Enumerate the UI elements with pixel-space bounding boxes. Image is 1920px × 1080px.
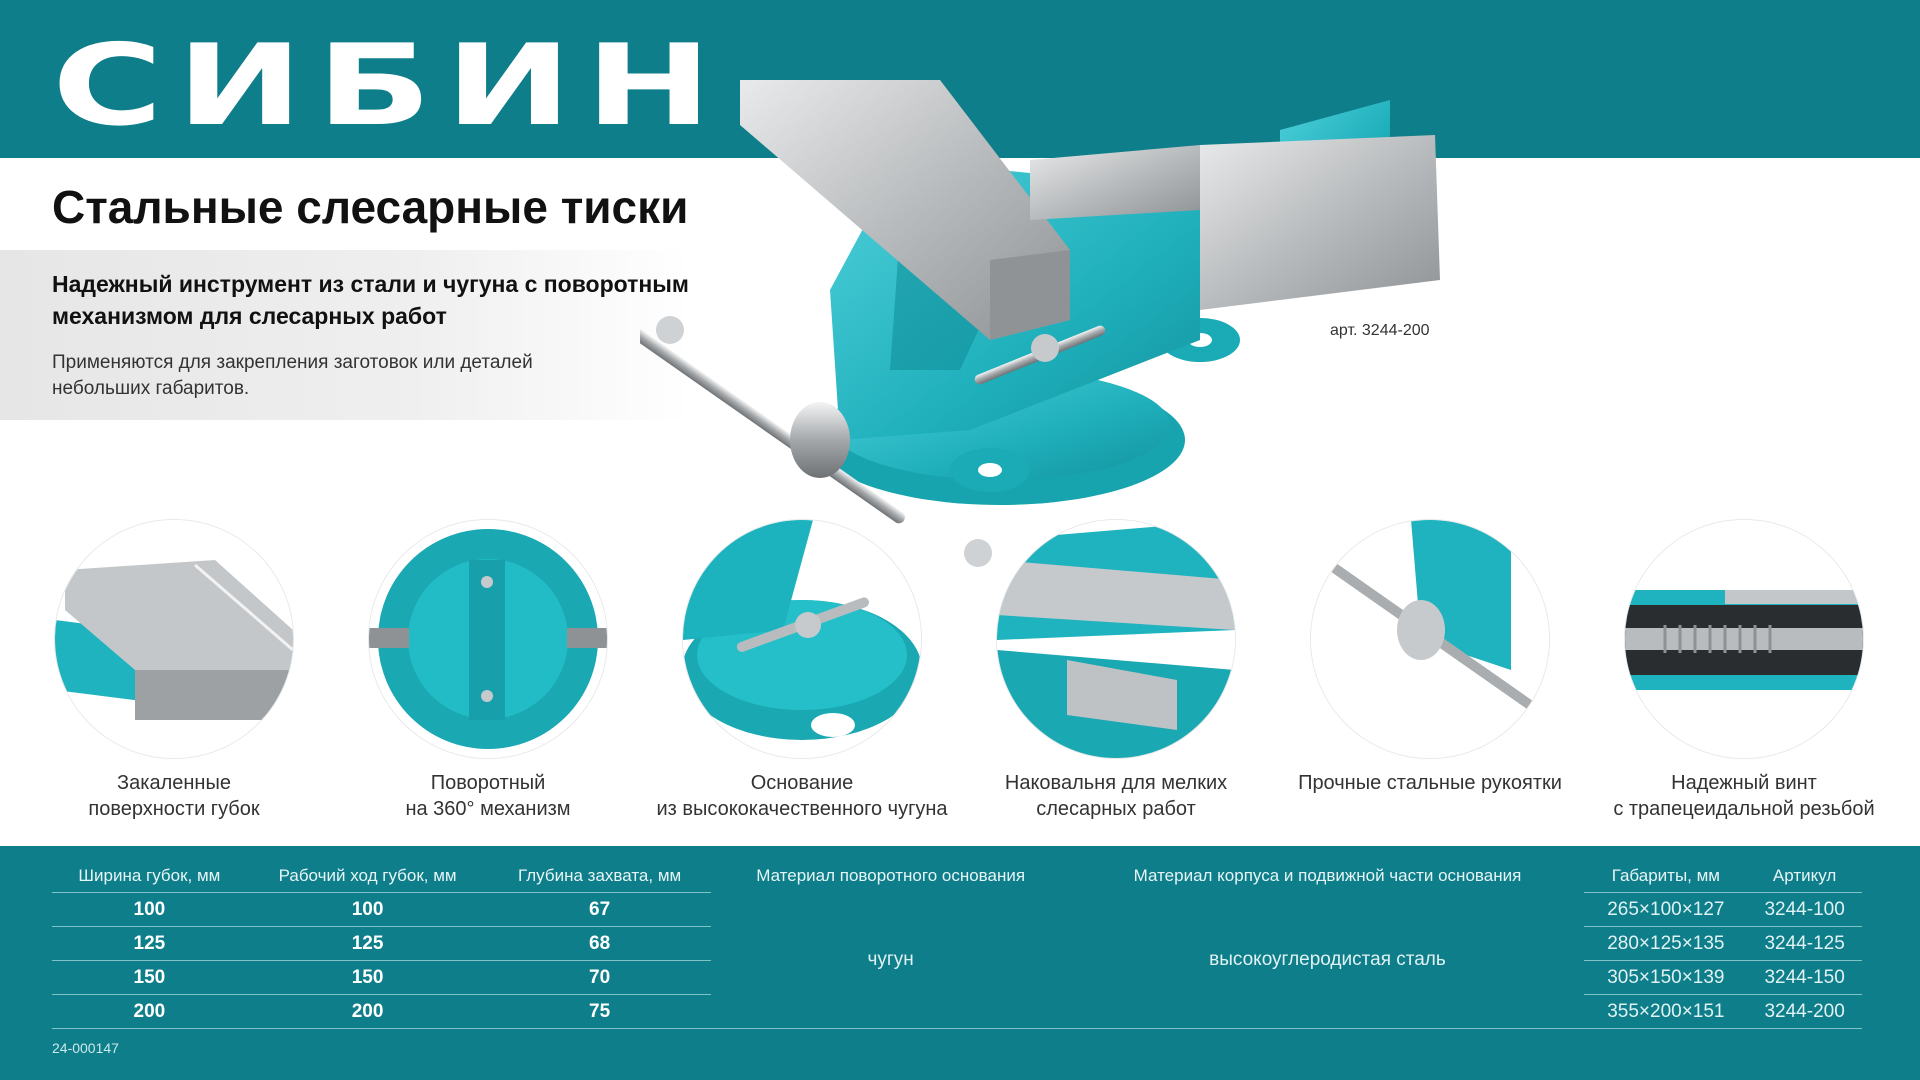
product-code: 24-000147 (52, 1040, 119, 1056)
cell-stroke: 150 (246, 960, 489, 995)
vise-hero-image (640, 80, 1440, 567)
feature-anvil-image (997, 520, 1235, 758)
feature-handles-image (1311, 520, 1549, 758)
table-row: 125 125 68 280×125×135 3244-125 (52, 926, 1862, 961)
cell-base-material: чугун (710, 892, 1071, 1029)
col-body-material: Материал корпуса и подвижной части основ… (1133, 866, 1522, 886)
cell-dims: 265×100×127 (1584, 892, 1748, 927)
table-row: 150 150 70 305×150×139 3244-150 (52, 960, 1862, 995)
cell-depth: 75 (488, 994, 711, 1029)
col-jaw-stroke: Рабочий ход губок, мм (246, 860, 489, 893)
cell-stroke: 125 (246, 926, 489, 961)
cell-sku: 3244-150 (1747, 960, 1862, 995)
page-description: Применяются для закрепления заготовок ил… (52, 352, 533, 399)
article-number: арт. 3244-200 (1330, 322, 1430, 339)
feature-screw-image (1625, 520, 1863, 758)
spec-table: Ширина губок, мм Рабочий ход губок, мм Г… (52, 860, 1862, 1029)
cell-depth: 67 (488, 892, 711, 927)
intro-panel (0, 250, 690, 420)
cell-sku: 3244-100 (1747, 892, 1862, 927)
col-sku: Артикул (1747, 860, 1862, 893)
col-dimensions: Габариты, мм (1584, 860, 1748, 893)
cell-width: 200 (52, 994, 247, 1029)
cell-dims: 305×150×139 (1584, 960, 1748, 995)
cell-body-material: высокоуглеродистая сталь (1070, 892, 1585, 1029)
cell-depth: 68 (488, 926, 711, 961)
cell-dims: 280×125×135 (1584, 926, 1748, 961)
cell-sku: 3244-125 (1747, 926, 1862, 961)
spec-header-row: Ширина губок, мм Рабочий ход губок, мм Г… (52, 860, 1862, 893)
cell-stroke: 100 (246, 892, 489, 927)
col-base-material: Материал поворотного основания (756, 866, 1026, 886)
feature-swivel-image (369, 520, 607, 758)
cell-depth: 70 (488, 960, 711, 995)
col-jaw-width: Ширина губок, мм (52, 860, 247, 893)
feature-jaw-image (55, 520, 293, 758)
cell-sku: 3244-200 (1747, 994, 1862, 1029)
table-row: 200 200 75 355×200×151 3244-200 (52, 994, 1862, 1029)
table-row: 100 100 67 чугун высокоуглеродистая стал… (52, 892, 1862, 1029)
feature-label: Прочные стальные рукоятки (1298, 772, 1562, 794)
feature-base-image (683, 520, 921, 758)
cell-width: 125 (52, 926, 247, 961)
brand-logo: СИБИН (52, 21, 726, 151)
col-grip-depth: Глубина захвата, мм (488, 860, 711, 893)
cell-stroke: 200 (246, 994, 489, 1029)
cell-dims: 355×200×151 (1584, 994, 1748, 1029)
spec-panel: Ширина губок, мм Рабочий ход губок, мм Г… (0, 846, 1920, 1080)
page-subtitle: Надежный инструмент из стали и чугуна с … (52, 271, 689, 329)
cell-width: 100 (52, 892, 247, 927)
cell-width: 150 (52, 960, 247, 995)
page-title: Стальные слесарные тиски (52, 181, 689, 233)
feature-handles: Прочные стальные рукоятки (1280, 520, 1580, 796)
